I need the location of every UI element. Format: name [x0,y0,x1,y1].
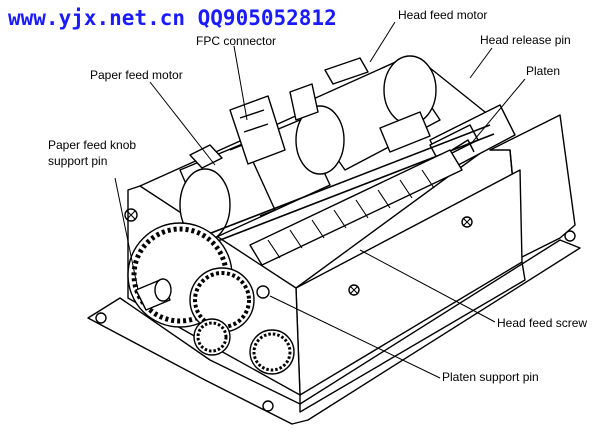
front-panel [295,169,523,396]
label-head-feed-motor: Head feed motor [398,8,488,22]
mount-hole-left [95,312,107,324]
base-plate [87,239,581,425]
label-paper-feed-knob-line1: Paper feed knob [48,138,137,152]
head-feed-screw [249,149,463,266]
small-gear-b [249,329,295,375]
screw-front-upper [461,216,473,228]
leader-paper-feed-knob [114,177,139,291]
leader-platen [469,78,526,146]
leader-fpc-connector [233,45,248,121]
leader-platen-support-pin [269,295,441,379]
mount-hole-right [564,230,576,242]
fpc-connector [229,95,286,165]
screw-front-lower [348,284,360,296]
label-paper-feed-motor: Paper feed motor [90,68,183,82]
platen-support-pin [256,285,270,299]
leader-paper-feed-motor [149,81,216,166]
label-platen: Platen [526,64,561,78]
label-paper-feed-knob-line2: support pin [48,154,108,168]
head-feed-motor-end [383,55,437,125]
leader-head-feed-motor [369,21,396,63]
label-head-release-pin: Head release pin [480,33,571,47]
label-platen-support-pin: Platen support pin [442,370,539,384]
front-panel-lip [299,261,526,413]
guide-shaft [179,124,491,246]
leader-head-release-pin [469,47,493,79]
frame-screw [124,208,138,222]
label-fpc-connector: FPC connector [196,34,277,48]
watermark-text: www.yjx.net.cn QQ905052812 [8,6,337,30]
label-head-feed-screw: Head feed screw [497,316,588,330]
leader-lines [114,21,526,379]
leader-head-feed-screw [359,249,496,323]
mount-hole-bottom [262,400,274,412]
